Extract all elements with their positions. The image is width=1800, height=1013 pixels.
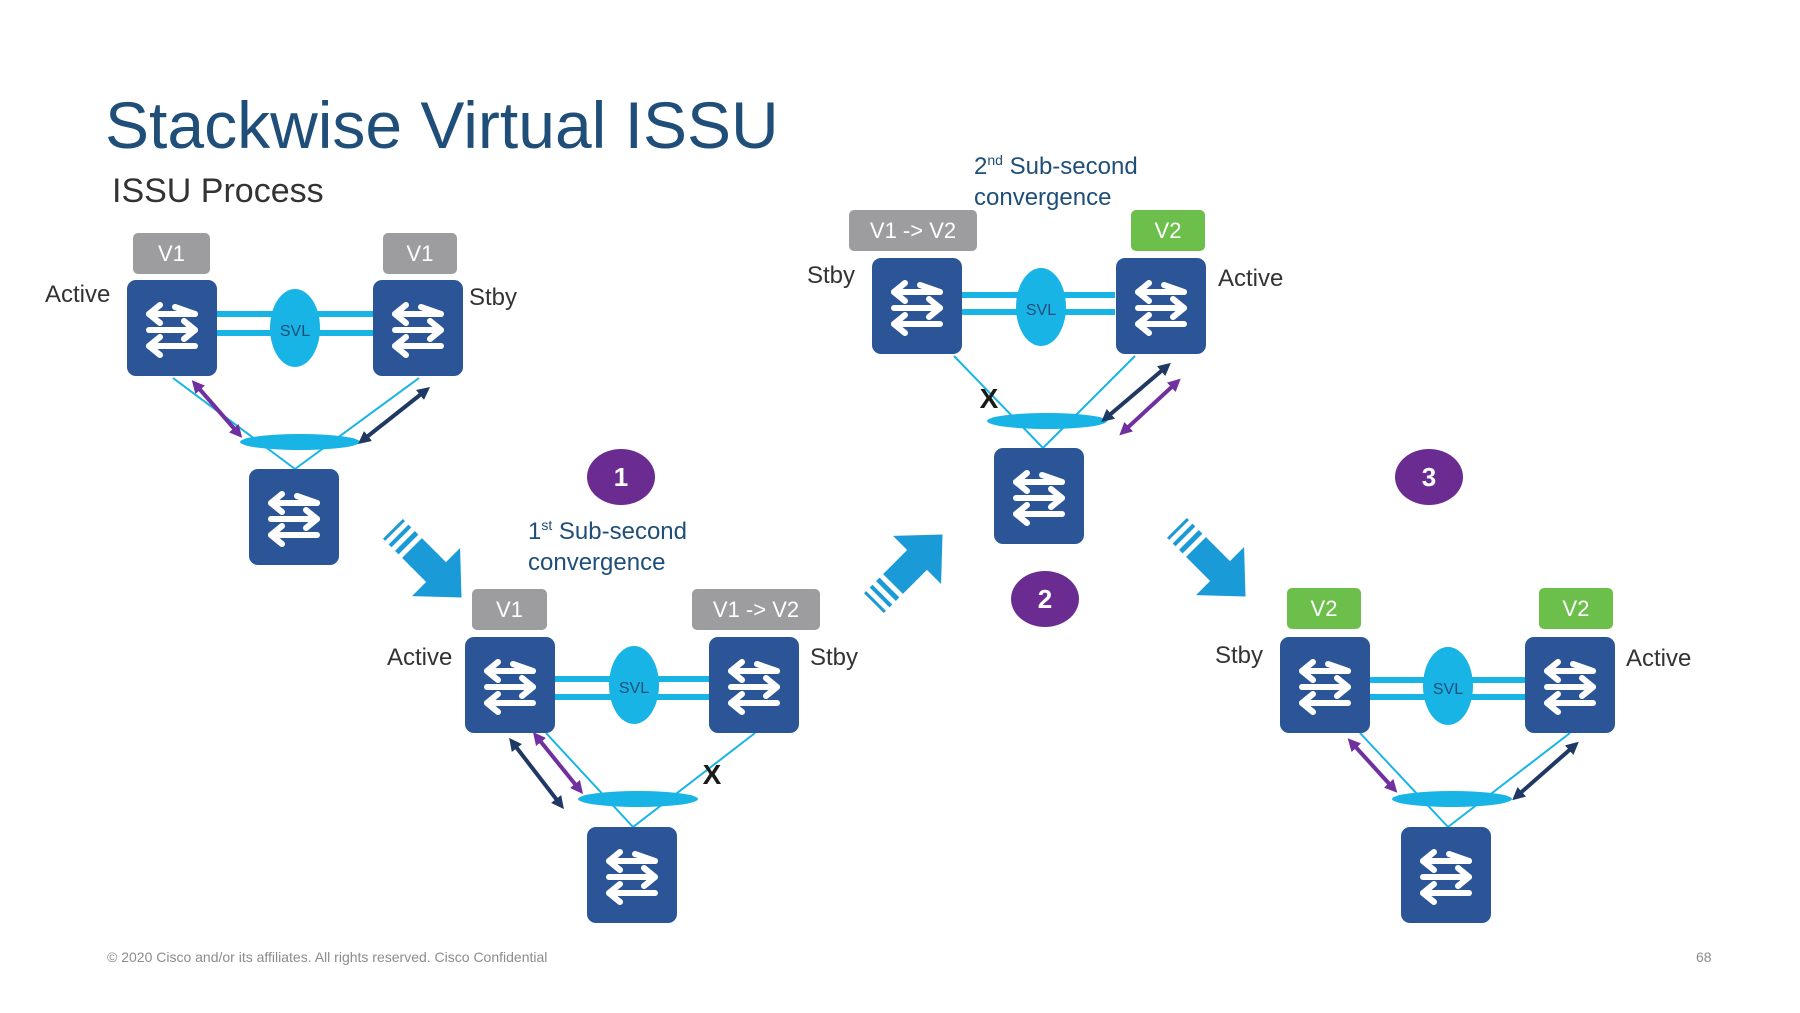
flow-arrow-stage0-to-stage1: [368, 504, 486, 622]
stage3-right-version-badge: V2: [1539, 588, 1613, 629]
stage3-left-role: Stby: [1215, 642, 1264, 669]
footer-copyright: © 2020 Cisco and/or its affiliates. All …: [107, 949, 548, 965]
stage2-topology: [872, 258, 1206, 544]
flow-arrow-stage2-to-stage3: [1152, 503, 1270, 621]
step-3-badge: 3: [1395, 449, 1463, 505]
stage2-convergence-ordinal: 2: [974, 153, 988, 180]
stage0-left-version-badge: V1: [133, 233, 210, 274]
stage1-topology: [465, 637, 799, 923]
page-title: Stackwise Virtual ISSU: [105, 88, 779, 162]
stage0-topology: [127, 280, 463, 565]
stage2-convergence-line2: convergence: [974, 184, 1112, 211]
port-channel-bundle: [578, 791, 698, 807]
svl-link: [1423, 647, 1473, 725]
link-down-mark: X: [703, 759, 722, 790]
stage0-left-role: Active: [45, 281, 111, 308]
stage3-right-role: Active: [1626, 645, 1692, 672]
stage2-convergence-text: Sub-second: [1002, 153, 1138, 180]
svl-link: [270, 289, 320, 367]
stage3-right-switch-icon: [1525, 637, 1615, 733]
stage1-convergence-line2: convergence: [528, 549, 666, 576]
stage0-left-switch-icon: [127, 280, 217, 376]
stage3-access-switch-icon: [1401, 827, 1491, 923]
stage1-left-switch-icon: [465, 637, 555, 733]
stage1-right-version-badge: V1 -> V2: [692, 589, 820, 630]
stage3-left-version-badge: V2: [1287, 588, 1361, 629]
stage0-right-switch-icon: [373, 280, 463, 376]
stage2-left-switch-icon: [872, 258, 962, 354]
stage2-left-version-badge: V1 -> V2: [849, 210, 977, 251]
stage2-right-role: Active: [1218, 265, 1284, 292]
stage3-topology: [1280, 637, 1615, 923]
page-subtitle: ISSU Process: [112, 172, 324, 210]
stage3-left-switch-icon: [1280, 637, 1370, 733]
svl-label: SVL: [1026, 302, 1056, 319]
stage0-right-role: Stby: [469, 284, 518, 311]
svl-label: SVL: [280, 323, 310, 340]
stage1-convergence-ordinal: 1: [528, 518, 542, 545]
stage2-convergence-note: 2nd Sub-second convergence: [974, 145, 1138, 213]
stage1-left-version-badge: V1: [472, 589, 547, 630]
stage1-right-switch-icon: [709, 637, 799, 733]
stage1-convergence-text: Sub-second: [552, 518, 688, 545]
stage0-right-version-badge: V1: [383, 233, 457, 274]
flow-arrow-stage1-to-stage2: [849, 510, 967, 628]
stage0-access-switch-icon: [249, 469, 339, 565]
port-channel-bundle: [240, 434, 360, 450]
stage2-right-version-badge: V2: [1131, 210, 1205, 251]
svl-label: SVL: [619, 680, 649, 697]
port-channel-bundle: [1392, 791, 1512, 807]
svl-link: [1016, 268, 1066, 346]
stage1-access-switch-icon: [587, 827, 677, 923]
stage2-convergence-suffix: nd: [987, 152, 1003, 168]
link-down-mark: X: [980, 383, 999, 414]
stage1-left-role: Active: [387, 644, 453, 671]
step-1-badge: 1: [587, 449, 655, 505]
page-number: 68: [1696, 949, 1712, 965]
svl-label: SVL: [1433, 681, 1463, 698]
stage2-left-role: Stby: [807, 262, 856, 289]
stage2-access-switch-icon: [994, 448, 1084, 544]
svl-link: [609, 646, 659, 724]
stage1-right-role: Stby: [810, 644, 859, 671]
stage1-convergence-note: 1st Sub-second convergence: [528, 510, 687, 578]
port-channel-bundle: [987, 413, 1107, 429]
step-2-badge: 2: [1011, 571, 1079, 627]
stage1-convergence-suffix: st: [541, 517, 553, 533]
stage2-right-switch-icon: [1116, 258, 1206, 354]
